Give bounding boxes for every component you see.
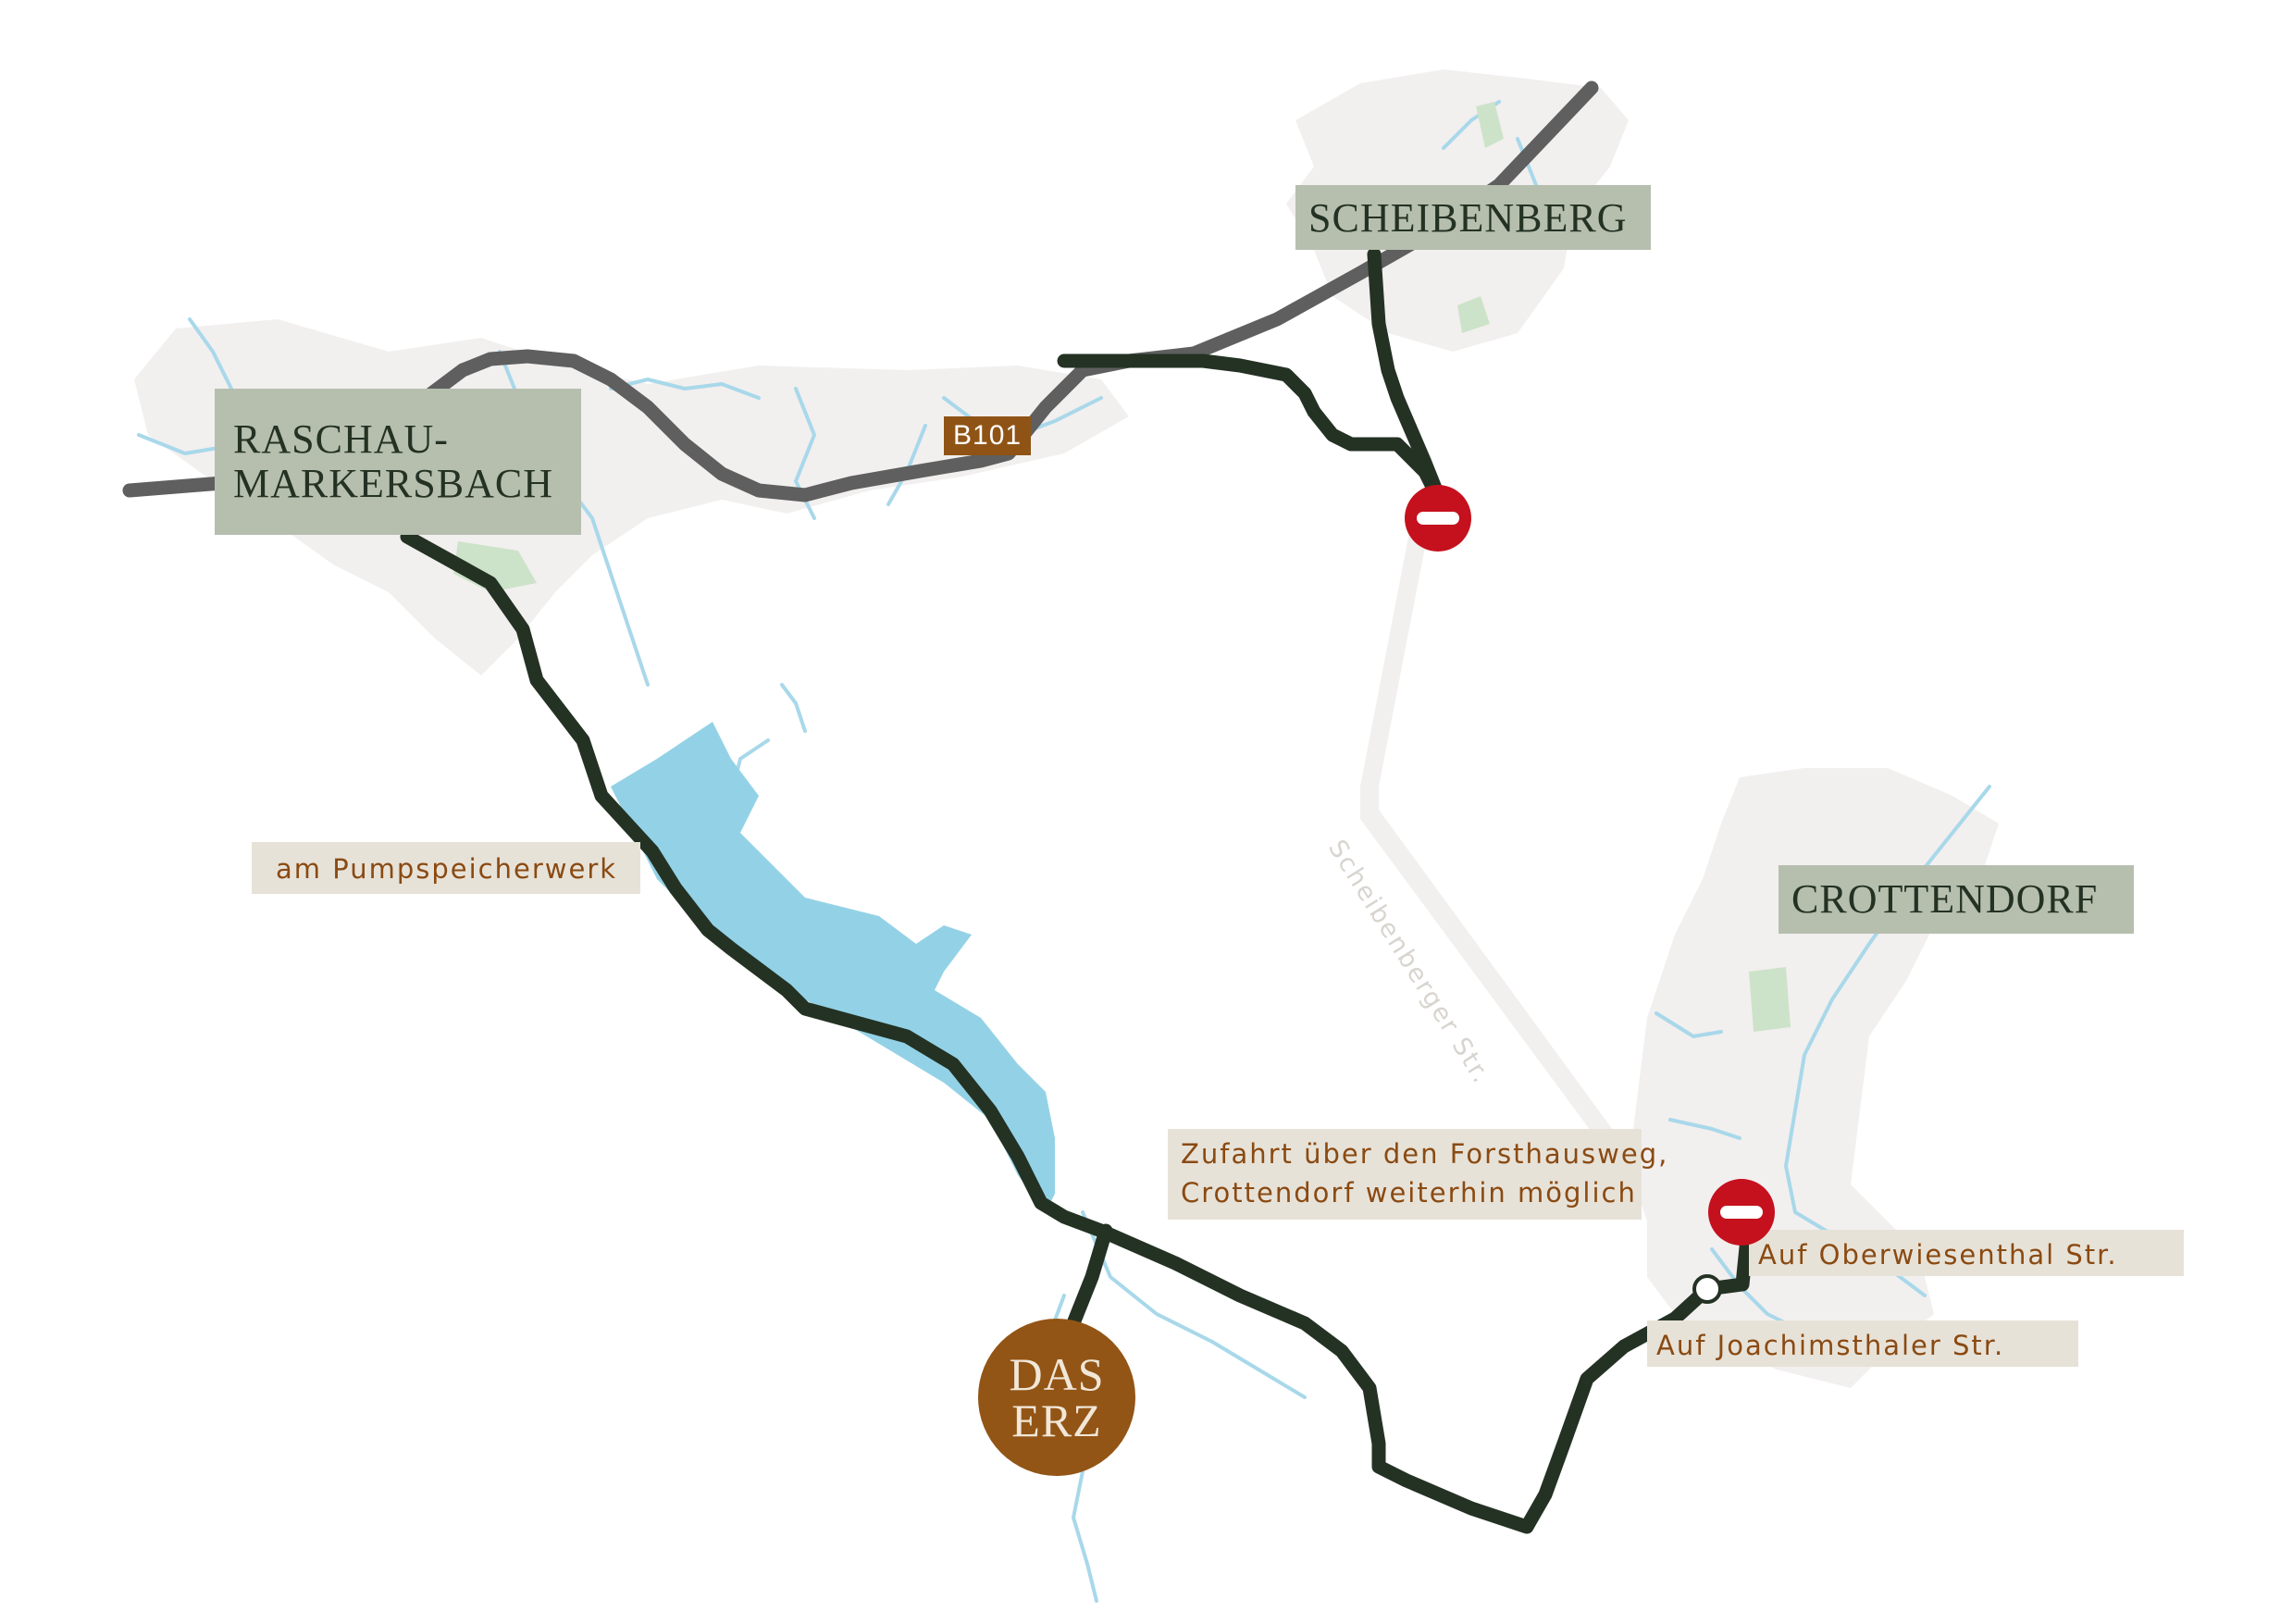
das-erz-logo: DAS ERZ — [978, 1319, 1135, 1476]
junction-marker-icon — [1692, 1274, 1722, 1304]
scheibenberg-text: SCHEIBENBERG — [1308, 195, 1628, 241]
detour-route — [400, 247, 1754, 1534]
town-label-raschau-markersbach: RASCHAU- MARKERSBACH — [215, 389, 581, 535]
no-entry-icon — [1405, 485, 1471, 552]
reservoir-lake — [611, 722, 1055, 1212]
note-zufahrt-line-1: Zufahrt über den Forsthausweg, — [1181, 1138, 1669, 1170]
settlement-crottendorf — [1629, 768, 1999, 1388]
note-pumpspeicherwerk: am Pumpspeicherwerk — [252, 842, 640, 894]
no-entry-icon — [1708, 1179, 1775, 1246]
note-zufahrt-line-2: Crottendorf weiterhin möglich — [1181, 1177, 1637, 1209]
crottendorf-text: CROTTENDORF — [1791, 876, 2099, 922]
town-label-scheibenberg: SCHEIBENBERG — [1295, 185, 1651, 250]
note-joachimsthaler: Auf Joachimsthaler Str. — [1647, 1320, 2078, 1367]
logo-line-2: ERZ — [1011, 1395, 1102, 1446]
scheibenberger-street — [1360, 523, 1693, 1251]
raschau-line-2: MARKERSBACH — [233, 461, 553, 506]
town-label-crottendorf: CROTTENDORF — [1779, 865, 2134, 934]
b101-road-badge: B101 — [944, 416, 1032, 455]
raschau-line-1: RASCHAU- — [233, 416, 449, 462]
note-oberwiesenthal: Auf Oberwiesenthal Str. — [1749, 1230, 2184, 1276]
note-zufahrt: Zufahrt über den Forsthausweg, Crottendo… — [1168, 1129, 1669, 1220]
logo-line-1: DAS — [1009, 1348, 1105, 1400]
